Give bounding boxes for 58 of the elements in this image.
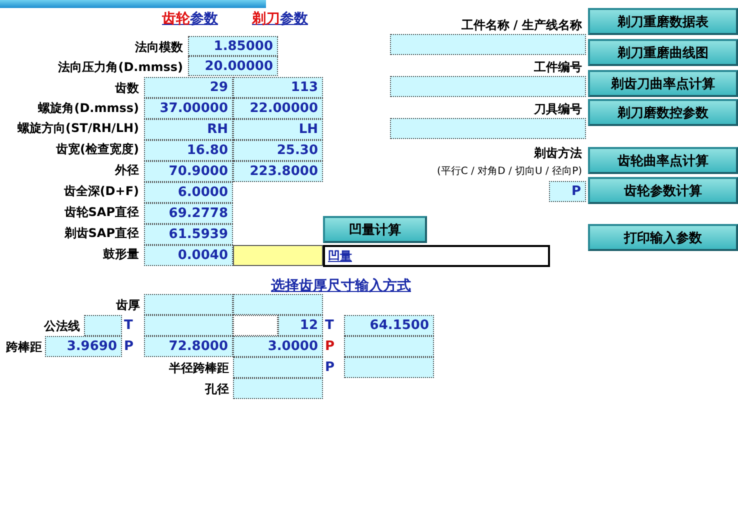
field-label: 螺旋角(D.mmss)	[37, 100, 140, 116]
value-cell: 72.8000	[144, 336, 233, 357]
field-label: 齿轮SAP直径	[63, 204, 140, 220]
value-cell: 3.0000	[233, 336, 323, 357]
value-cell: 223.8000	[233, 161, 323, 182]
mode-letter: T	[325, 317, 335, 335]
value-cell: RH	[144, 119, 233, 140]
field-label: 外径	[114, 162, 140, 178]
mode-letter: P	[325, 359, 336, 377]
action-button: 齿轮曲率点计算	[588, 147, 738, 174]
field-label: 工件名称 / 生产线名称	[460, 16, 583, 34]
section-heading: 选择齿厚尺寸输入方式	[271, 276, 412, 295]
action-button: 剃齿刀曲率点计算	[588, 70, 738, 97]
field-label: 螺旋方向(ST/RH/LH)	[16, 120, 140, 136]
action-button: 齿轮参数计算	[588, 177, 738, 204]
value-cell: 61.5939	[144, 224, 233, 245]
field-label: 齿数	[114, 80, 140, 96]
field-label: 跨棒距	[5, 338, 43, 356]
value-cell: 6.0000	[144, 182, 233, 203]
action-button: 剃刀重磨曲线图	[588, 39, 738, 66]
field-label: 齿全深(D+F)	[62, 182, 140, 200]
action-button: 剃刀磨数控参数	[588, 99, 738, 126]
field-label: 刀具编号	[532, 100, 583, 118]
value-cell: 69.2778	[144, 203, 233, 224]
field-label: 齿宽(检查宽度)	[55, 140, 140, 158]
value-cell: 12	[278, 315, 323, 336]
mode-letter: P	[325, 338, 336, 356]
mode-letter: T	[124, 317, 134, 335]
value-cell: 25.30	[233, 140, 323, 161]
result-field: 凹量	[323, 245, 550, 267]
field-label: 法向压力角(D.mmss)	[57, 58, 184, 76]
value-cell: LH	[233, 119, 323, 140]
value-cell: 113	[233, 77, 323, 98]
field-label: 齿厚	[115, 296, 141, 314]
value-cell: 1.85000	[188, 36, 278, 56]
field-label: 剃齿方法	[532, 144, 583, 162]
value-cell: 29	[144, 77, 233, 98]
value-cell: 3.9690	[45, 336, 122, 357]
value-cell: 22.00000	[233, 98, 323, 119]
value-cell: 16.80	[144, 140, 233, 161]
field-label: 公法线	[42, 318, 81, 334]
value-cell: 37.00000	[144, 98, 233, 119]
field-label: 孔径	[204, 380, 230, 398]
field-label: 工件编号	[533, 58, 583, 76]
field-label: 鼓形量	[102, 246, 140, 262]
hint-text: (平行C / 对角D / 切向U / 径向P)	[436, 164, 583, 179]
field-label: 法向模数	[134, 38, 184, 56]
value-cell: 70.9000	[144, 161, 233, 182]
value-cell: 20.00000	[188, 56, 278, 76]
action-button: 剃刀重磨数据表	[588, 8, 738, 35]
action-button: 凹量计算	[323, 216, 427, 243]
value-cell: 64.1500	[344, 315, 434, 336]
mode-letter: P	[124, 338, 135, 356]
field-label: 剃齿SAP直径	[63, 224, 140, 242]
field-label: 半径跨棒距	[168, 360, 230, 376]
action-button: 打印输入参数	[588, 224, 738, 251]
value-cell: P	[549, 181, 586, 202]
value-cell: 0.0040	[144, 245, 233, 266]
